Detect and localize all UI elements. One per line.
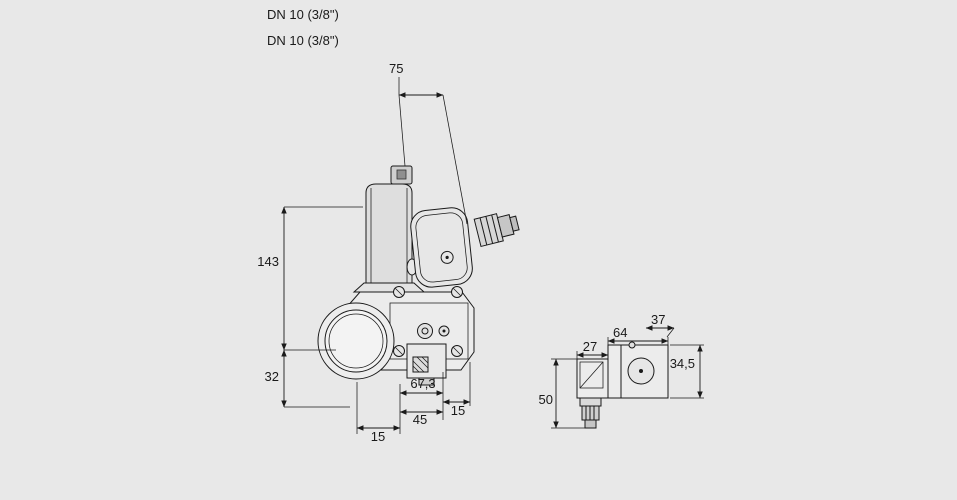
- flange-screw-bottom-left: [393, 345, 405, 357]
- coil-top-nut: [396, 169, 407, 180]
- dim-64-label: 64: [613, 325, 627, 340]
- side-view: 27 64 37 34,5 50: [539, 312, 704, 429]
- pipe-flange-ring: [324, 309, 388, 373]
- dimension-side-width-total: 64: [607, 325, 669, 345]
- terminal-screw: [440, 250, 454, 264]
- dn-label-line1: DN 10 (3/8"): [267, 7, 339, 22]
- dimension-height-main: 143: [257, 206, 363, 351]
- terminal-box: [410, 207, 473, 288]
- flange-screw-top-left: [393, 286, 405, 298]
- dim-67-3-label: 67,3: [410, 376, 435, 391]
- solenoid-coil: [365, 165, 418, 285]
- dimension-width-body: 45: [399, 409, 444, 427]
- dimension-offset-left: 15: [356, 425, 401, 444]
- pipe-thread: [328, 313, 384, 369]
- dim-15-left-label: 15: [371, 429, 385, 444]
- bottom-bracket: [406, 343, 447, 386]
- cable-gland: [473, 213, 520, 248]
- dimension-depth-flange: 67,3: [399, 376, 444, 396]
- flange-screw-bottom-right: [451, 345, 463, 357]
- dim-37-label: 37: [651, 312, 665, 327]
- dim-45-label: 45: [413, 412, 427, 427]
- flange-screw-top-right: [451, 286, 463, 298]
- dim-27-label: 27: [583, 339, 597, 354]
- dim-34-5-label: 34,5: [670, 356, 695, 371]
- dimension-width-top: 75: [389, 61, 468, 225]
- dim-32-label: 32: [265, 369, 279, 384]
- dimension-offset-right: 15: [442, 399, 471, 418]
- coil-body: [365, 183, 413, 285]
- dimension-side-height-body: 34,5: [670, 344, 704, 399]
- dim-143-label: 143: [257, 254, 279, 269]
- dimension-side-depth-top: 37: [645, 312, 675, 338]
- valve-body: [317, 286, 475, 386]
- dimension-side-height-total: 50: [539, 358, 596, 429]
- dim-15-right-label: 15: [451, 403, 465, 418]
- valve-bonnet: [352, 282, 426, 293]
- side-top-screw: [628, 341, 636, 349]
- dim-75-label: 75: [389, 61, 403, 76]
- dimension-height-lower: 32: [265, 349, 350, 408]
- measuring-port: [417, 323, 433, 339]
- side-cable-gland: [579, 397, 602, 429]
- bracket-stem: [418, 377, 435, 386]
- front-view: 75 143 32 67,3: [257, 61, 520, 444]
- dim-50-label: 50: [539, 392, 553, 407]
- dimension-side-width-front: 27: [576, 339, 609, 359]
- dn-label-line2: DN 10 (3/8"): [267, 33, 339, 48]
- bracket-nut: [412, 356, 429, 373]
